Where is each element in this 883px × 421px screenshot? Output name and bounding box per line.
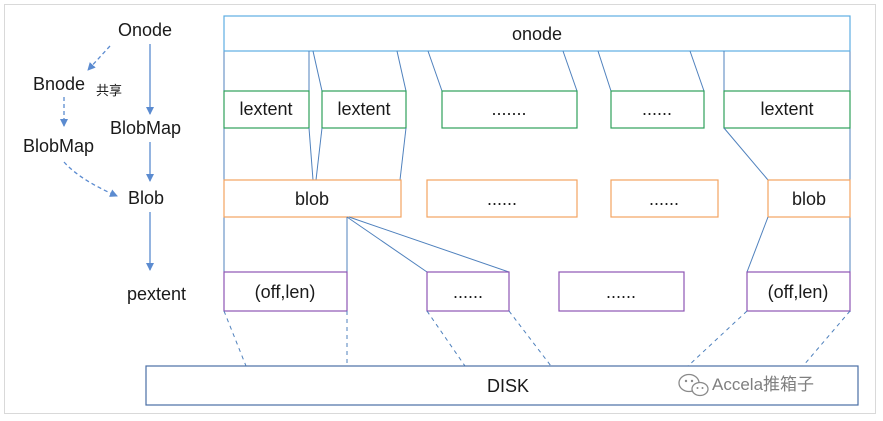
lextent-label-1: lextent — [239, 99, 292, 119]
pextent-label-2: ...... — [453, 282, 483, 302]
blob-box-1 — [223, 179, 402, 218]
blob-label-2: ...... — [487, 189, 517, 209]
onode-to-lextent-lines — [308, 50, 725, 92]
pextent-label-3: ...... — [606, 282, 636, 302]
pextent-box-4 — [746, 271, 851, 312]
lextent-box-5 — [723, 90, 851, 129]
hier-bnode-label: Bnode — [33, 74, 85, 94]
lextent-box-1 — [223, 90, 310, 129]
onode-bar — [223, 15, 851, 52]
wechat-icon — [678, 373, 709, 397]
lextent-to-blob-lines — [308, 127, 769, 181]
pextent-to-disk-lines — [223, 310, 851, 367]
hier-blob-label: Blob — [128, 188, 164, 208]
blob-to-pextent-lines — [346, 216, 769, 273]
pextent-label-4: (off,len) — [768, 282, 829, 302]
hier-blobmap-left-label: BlobMap — [23, 136, 94, 156]
blob-box-2 — [426, 179, 578, 218]
onode-bar-label: onode — [512, 24, 562, 44]
lextent-box-4 — [610, 90, 705, 129]
pextent-label-1: (off,len) — [255, 282, 316, 302]
blob-label-4: blob — [792, 189, 826, 209]
watermark-text: Accela推箱子 — [712, 375, 814, 394]
blob-box-4 — [767, 179, 851, 218]
blob-label-1: blob — [295, 189, 329, 209]
hier-blobmap-right-label: BlobMap — [110, 118, 181, 138]
pextent-box-1 — [223, 271, 348, 312]
arrow-onode-to-bnode — [87, 45, 111, 71]
disk-bar — [145, 365, 859, 406]
blob-box-3 — [610, 179, 719, 218]
lextent-box-3 — [441, 90, 578, 129]
hier-onode-label: Onode — [118, 20, 172, 40]
lextent-label-3: ....... — [491, 99, 526, 119]
diagram-frame — [4, 4, 876, 414]
lextent-label-4: ...... — [642, 99, 672, 119]
arrow-blobmap-to-blob — [63, 161, 118, 197]
blob-label-3: ...... — [649, 189, 679, 209]
disk-label: DISK — [487, 376, 529, 396]
pextent-box-2 — [426, 271, 510, 312]
hier-pextent-label: pextent — [127, 284, 186, 304]
hier-bnode-note: 共享 — [96, 83, 122, 98]
pextent-box-3 — [558, 271, 685, 312]
hier-dashed-arrows — [60, 45, 118, 197]
lextent-box-2 — [321, 90, 407, 129]
lextent-label-2: lextent — [337, 99, 390, 119]
lextent-label-5: lextent — [760, 99, 813, 119]
